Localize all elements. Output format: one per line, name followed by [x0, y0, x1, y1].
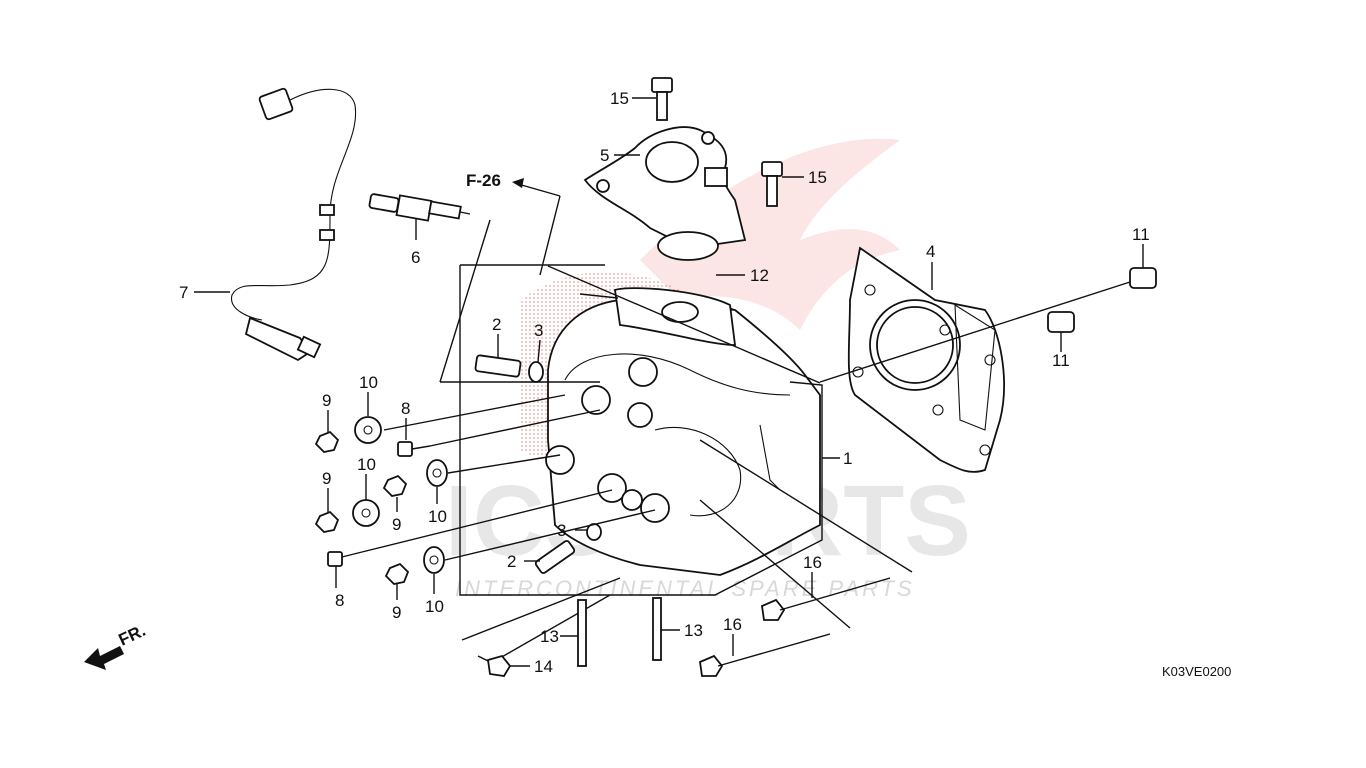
callout-15-right: 15	[808, 168, 827, 187]
callout-7: 7	[179, 283, 188, 302]
oxygen-sensor	[231, 87, 357, 362]
reference-box	[439, 219, 823, 596]
callout-3-upper: 3	[534, 321, 543, 340]
callout-4: 4	[926, 242, 935, 261]
callout-9-d: 9	[392, 603, 401, 622]
long-bolt-upper	[761, 577, 891, 621]
front-arrow-icon	[84, 646, 124, 670]
insulator	[583, 126, 747, 249]
callout-8-upper: 8	[401, 399, 410, 418]
diagram-code: K03VE0200	[1162, 664, 1231, 679]
callout-13-left: 13	[540, 627, 559, 646]
callout-2-upper: 2	[492, 315, 501, 334]
valve-guide-upper	[474, 354, 544, 383]
fastener-group-left	[314, 416, 448, 585]
reference-arrow: F-26	[466, 171, 561, 276]
callout-12: 12	[750, 266, 769, 285]
callout-9-a: 9	[322, 391, 331, 410]
cylinder-head	[545, 287, 821, 576]
callout-16-lower: 16	[723, 615, 742, 634]
callout-9-b: 9	[322, 469, 331, 488]
callout-5: 5	[600, 146, 609, 165]
front-label: FR.	[116, 621, 149, 650]
cylinder-gasket	[847, 246, 1005, 473]
bolt-15-right	[761, 161, 783, 207]
callout-2-lower: 2	[507, 552, 516, 571]
callout-10-c: 10	[428, 507, 447, 526]
watermark-wing-logo	[640, 138, 900, 330]
bolt-15-top	[651, 77, 673, 121]
valve-guide-lower	[534, 523, 602, 574]
watermark-tagline: INTERCONTINENTAL SPARE PARTS	[455, 576, 915, 601]
dowel-pin-lower	[1047, 311, 1075, 333]
callout-9-c: 9	[392, 515, 401, 534]
callout-16-upper: 16	[803, 553, 822, 572]
callouts: 15 15 5 12 6 7 2 3 4 11 11 1 9 10 8 9 10…	[179, 89, 1150, 676]
ref-label: F-26	[466, 171, 501, 190]
spark-plug	[368, 193, 471, 222]
callout-3-lower: 3	[557, 521, 566, 540]
stud-bolt-left	[577, 599, 587, 667]
insulator-gasket	[657, 231, 719, 261]
dowel-pin-upper	[1129, 267, 1157, 289]
callout-1: 1	[843, 449, 852, 468]
callout-10-b: 10	[357, 455, 376, 474]
stud-bolt-right	[652, 597, 662, 661]
callout-10-a: 10	[359, 373, 378, 392]
flange-bolt	[477, 654, 512, 677]
callout-8-lower: 8	[335, 591, 344, 610]
callout-15-top: 15	[610, 89, 629, 108]
assembly-lines	[361, 394, 913, 659]
front-direction-indicator: FR.	[84, 621, 149, 670]
callout-11-lower: 11	[1052, 351, 1070, 370]
callout-10-d: 10	[425, 597, 444, 616]
callout-11-upper: 11	[1132, 225, 1150, 244]
callout-14: 14	[534, 657, 553, 676]
long-bolt-lower	[699, 633, 831, 677]
callout-6: 6	[411, 248, 420, 267]
callout-13-right: 13	[684, 621, 703, 640]
